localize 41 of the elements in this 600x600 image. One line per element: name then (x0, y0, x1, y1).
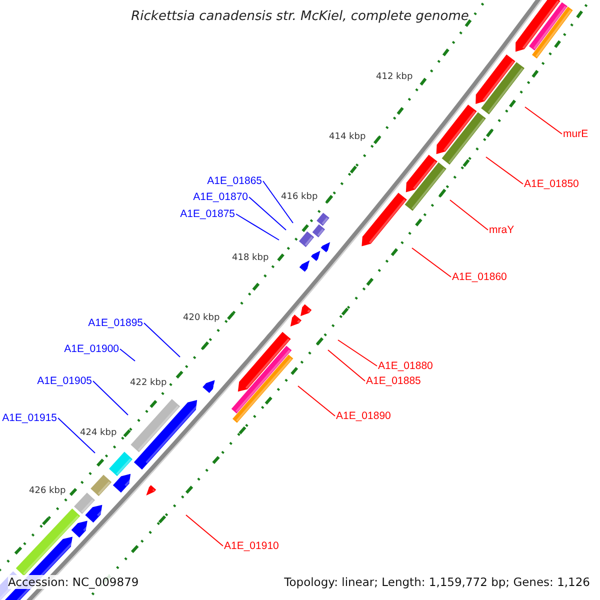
leader-line (186, 514, 224, 546)
leader-line (92, 380, 128, 416)
gene-label: A1E_01850 (524, 178, 579, 190)
leader-line (248, 196, 286, 230)
position-label: 422 kbp (130, 378, 167, 389)
accession-text: Accession: NC_009879 (8, 575, 139, 589)
gene-label: mraY (489, 224, 514, 236)
position-label: 426 kbp (29, 486, 66, 497)
position-label: 416 kbp (281, 192, 318, 203)
gene-label: A1E_01880 (378, 360, 433, 372)
genome-info-text: Topology: linear; Length: 1,159,772 bp; Genes: 1,126 (284, 575, 590, 589)
leader-line (144, 322, 180, 358)
leader-line (262, 180, 294, 224)
position-label: 424 kbp (80, 428, 117, 439)
gene-label: A1E_01860 (452, 271, 507, 283)
leader-line (236, 214, 280, 240)
map-title: Rickettsia canadensis str. McKiel, complete genome (130, 9, 470, 24)
leader-line (524, 106, 562, 134)
gene-label: A1E_01895 (88, 317, 143, 329)
gene-label: A1E_01890 (336, 410, 391, 422)
leader-line (450, 200, 488, 230)
gene-label: A1E_01910 (224, 540, 279, 552)
leader-line (338, 340, 378, 366)
gene-label: A1E_01865 (207, 175, 262, 187)
leader-line (486, 156, 524, 184)
position-label: 418 kbp (232, 253, 269, 264)
leader-line (120, 348, 136, 362)
gene-label: A1E_01885 (366, 375, 421, 387)
leader-line (58, 418, 96, 454)
position-label: 412 kbp (376, 72, 413, 83)
gene-label: A1E_01875 (180, 208, 235, 220)
position-label: 420 kbp (183, 313, 220, 324)
gene-label: murE (563, 128, 588, 140)
leader-line (328, 350, 366, 382)
leader-line (298, 386, 336, 416)
gene-label: A1E_01870 (193, 191, 248, 203)
gene-label: A1E_01900 (64, 343, 119, 355)
position-label: 414 kbp (329, 132, 366, 143)
gene-label: A1E_01905 (37, 375, 92, 387)
gene-label: A1E_01915 (2, 412, 57, 424)
leader-line (412, 248, 452, 278)
